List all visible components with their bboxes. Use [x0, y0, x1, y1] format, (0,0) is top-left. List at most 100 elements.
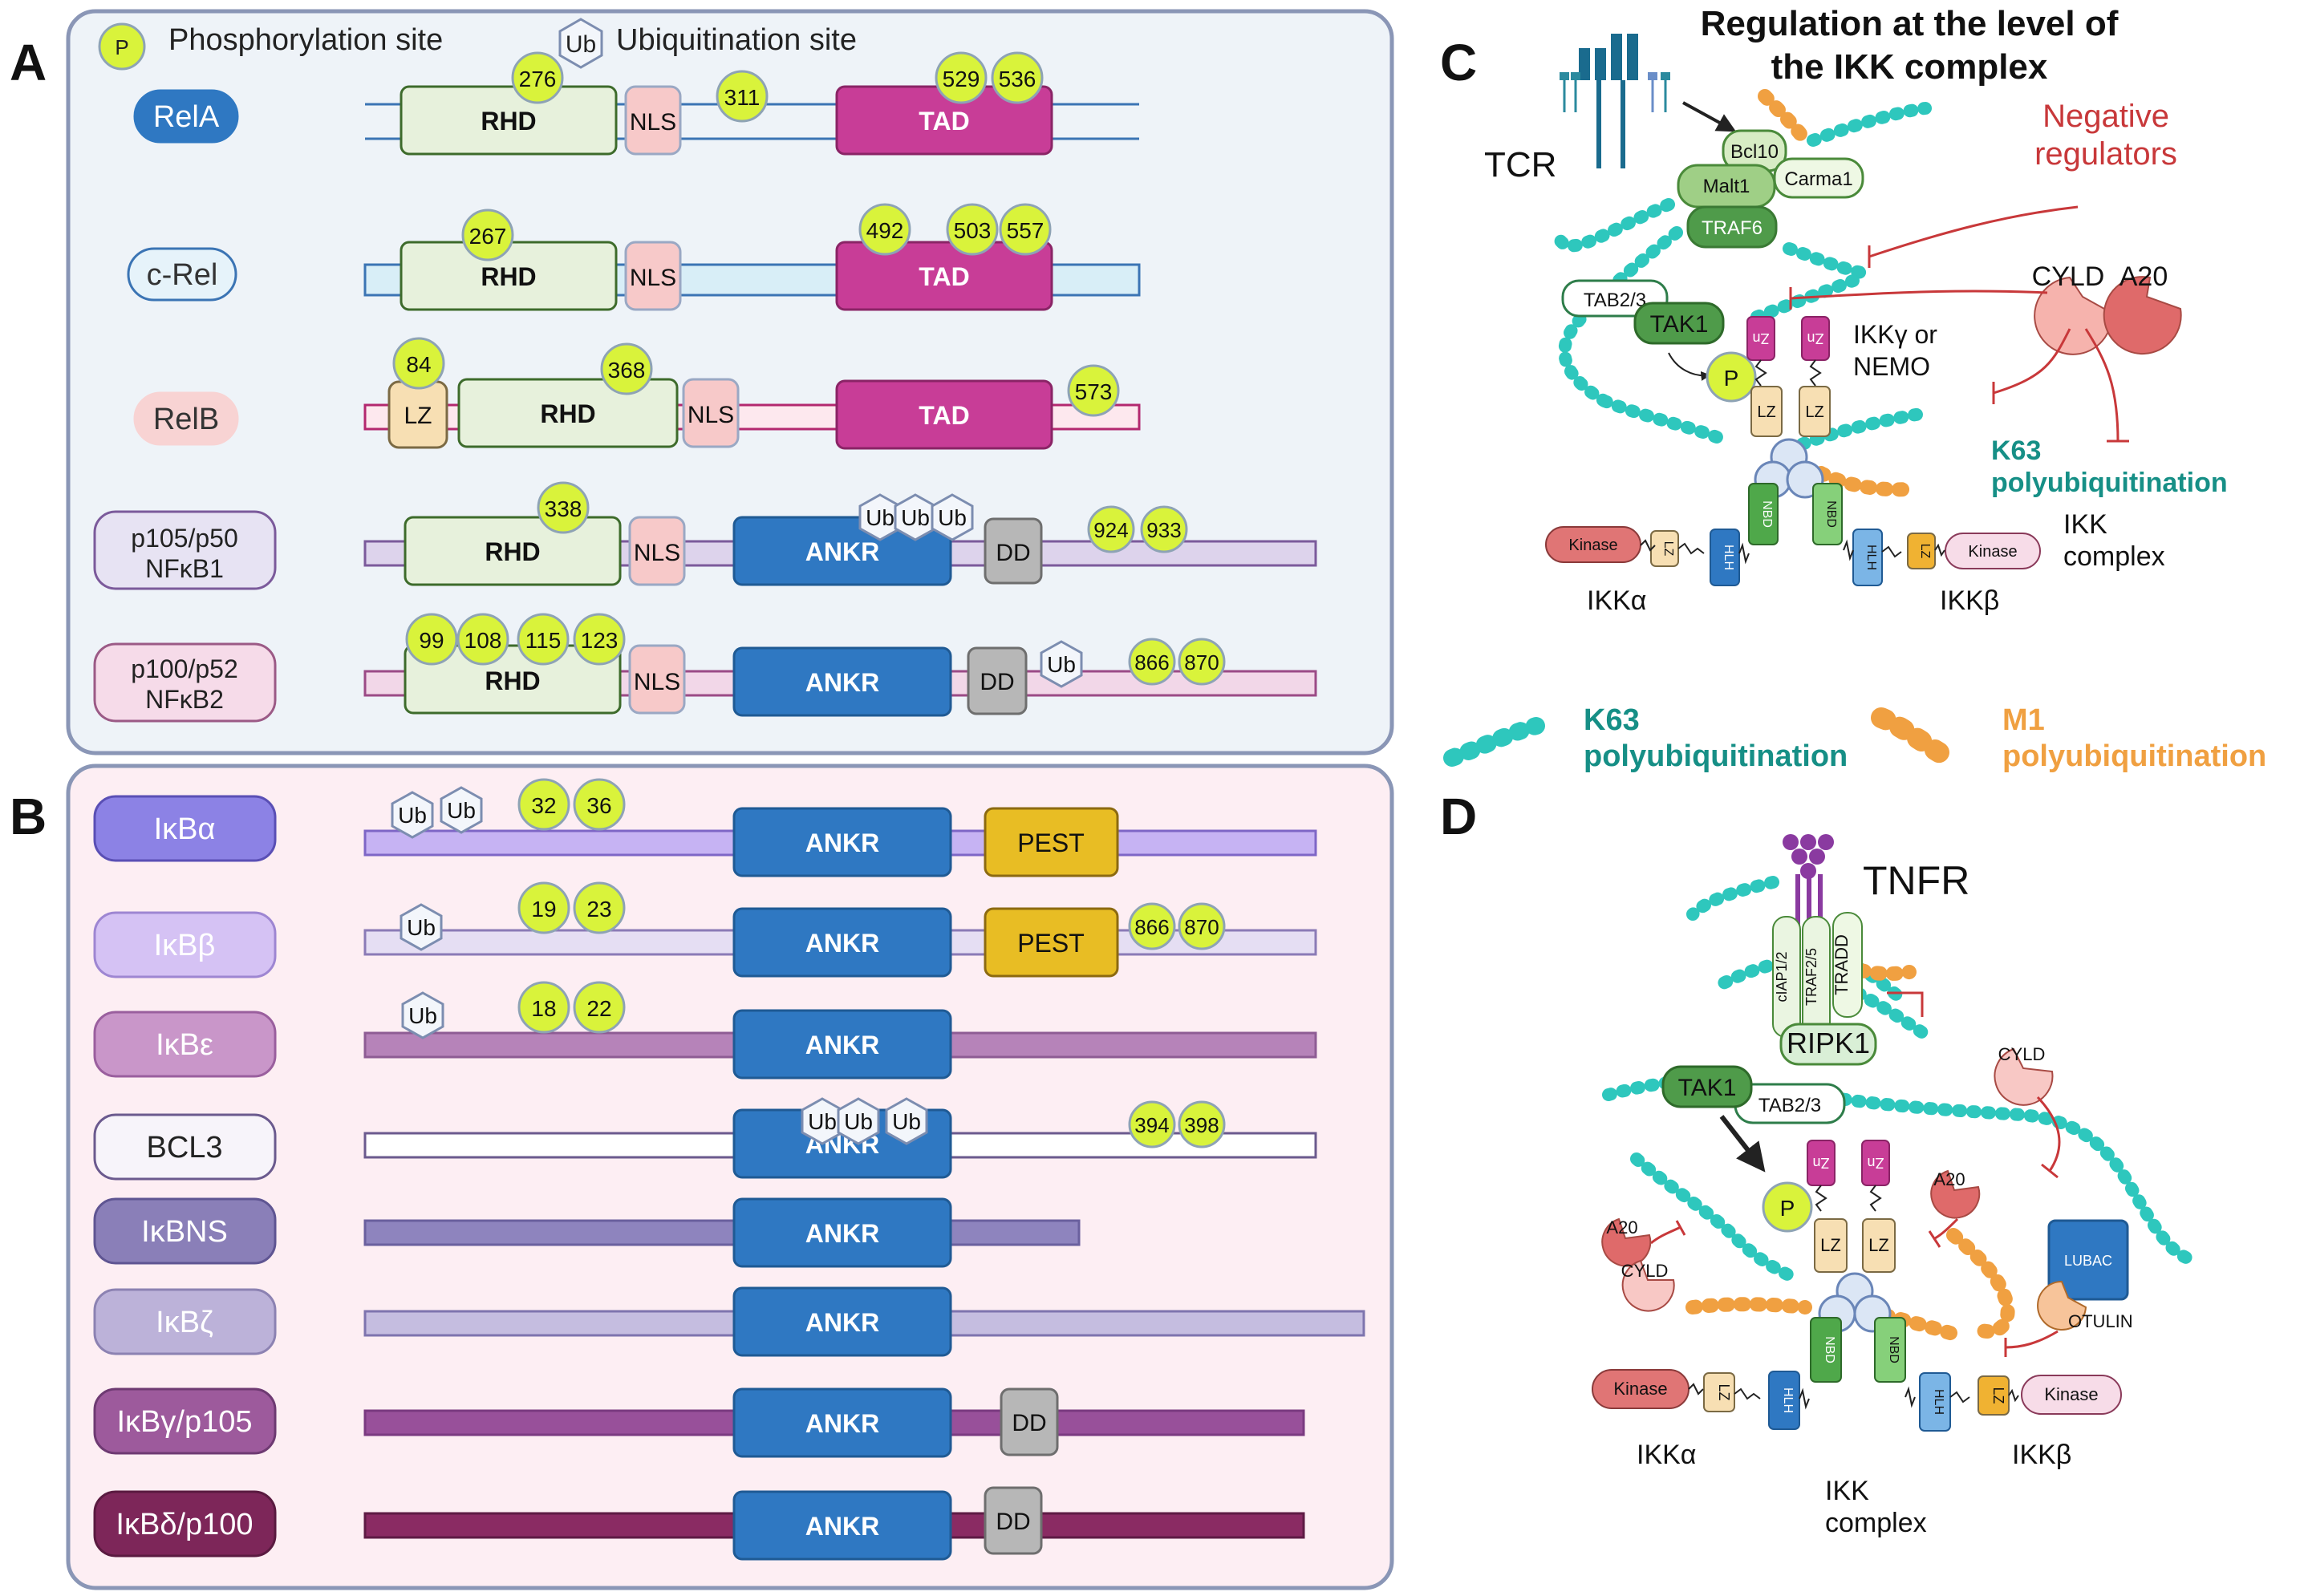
lubac-node [2047, 1219, 2129, 1301]
zn-left-label-c: Zn [1752, 330, 1769, 346]
p100-phospho-99-label: 99 [419, 628, 444, 653]
lz-right-label-c: LZ [1805, 403, 1823, 421]
ikbb-ankr [732, 907, 952, 978]
ikka-label-c: IKKα [1587, 585, 1646, 616]
p100-phospho-866-label: 866 [1134, 650, 1169, 674]
ikbg-dd [1000, 1387, 1059, 1456]
a20-node-d-left [1601, 1217, 1652, 1267]
ikbb-ub-1-label: Ub [407, 915, 436, 940]
k63-label-c-2: polyubiquitination [1991, 468, 2228, 498]
p100-phospho-123-label: 123 [581, 628, 619, 653]
p100-pill [93, 642, 277, 723]
crel-phospho-267 [461, 209, 514, 261]
p105-rhd [404, 516, 622, 586]
inhibition-lines-d [1650, 991, 2061, 1357]
rela-phospho-536 [991, 51, 1044, 104]
crel-name: c-Rel [147, 258, 218, 292]
traf6-label: TRAF6 [1702, 217, 1763, 239]
hlh-right-label-d: HLH [1932, 1389, 1945, 1415]
p105-ankr-label: ANKR [805, 537, 879, 566]
ub-legend-symbol: Ub [566, 31, 596, 58]
rela-phospho-529 [935, 51, 988, 104]
a20-label-d-right: A20 [1933, 1169, 1965, 1189]
k63-label-c-1: K63 [1991, 435, 2041, 466]
rela-phospho-276-label: 276 [519, 67, 557, 91]
k63-legend-label-2: polyubiquitination [1584, 739, 1848, 773]
p100-ub-1 [1040, 640, 1083, 688]
kinase-ikkb-label-c: Kinase [1968, 543, 2017, 561]
bcl3-phospho-394 [1128, 1100, 1176, 1148]
relb-tad [835, 379, 1053, 450]
nbd-right-d [1874, 1317, 1906, 1383]
crel-phospho-557 [999, 203, 1052, 256]
ikbd-pill [93, 1490, 277, 1558]
a20-label-d-left: A20 [1606, 1217, 1637, 1238]
lz-left-label-d: LZ [1820, 1235, 1841, 1255]
p100-phospho-866 [1128, 638, 1176, 686]
ikkg-label-2: NEMO [1853, 352, 1930, 381]
crel-phospho-267-label: 267 [469, 224, 507, 249]
tradd-node [1832, 912, 1863, 1018]
nbd-left-c [1748, 483, 1779, 545]
bcl3-phospho-394-label: 394 [1134, 1113, 1169, 1137]
ikbe-ub-1-label: Ub [408, 1003, 437, 1028]
nbd-right-label-c: NBD [1824, 500, 1838, 528]
lz-left-d [1814, 1218, 1848, 1273]
phospho-legend-symbol: P [115, 35, 128, 59]
ikbe-pill [93, 1011, 277, 1078]
ikbb-name: IκBβ [154, 929, 216, 962]
relb-rhd [457, 378, 679, 448]
ikba-ub-2 [440, 786, 483, 834]
legend-k63: K63 polyubiquitination [1443, 703, 1848, 773]
ikk-linkers-d [1688, 1383, 2019, 1410]
p100-phospho-870-label: 870 [1184, 650, 1219, 674]
hlh-right-d [1919, 1372, 1951, 1432]
ikbns-name: IκBNS [141, 1215, 228, 1249]
crel-phospho-557-label: 557 [1007, 218, 1045, 243]
rela-phospho-311-label: 311 [724, 85, 761, 110]
crel-tad [835, 241, 1053, 311]
ikba-ub-1 [391, 791, 434, 839]
crel-tad-label: TAD [919, 262, 969, 291]
p105-nls [628, 516, 686, 586]
rela-phospho-311 [716, 70, 769, 123]
p105-ankr [732, 516, 952, 586]
cyld-label-d: CYLD [1998, 1044, 2046, 1064]
ikbz-ankr-label: ANKR [805, 1308, 879, 1337]
crel-nls [624, 241, 682, 311]
bcl3-pill [93, 1113, 277, 1181]
p105-dd [984, 517, 1043, 585]
ikbd-name: IκBδ/p100 [116, 1508, 253, 1541]
traf6-node [1686, 205, 1778, 249]
lz-left-c [1750, 386, 1783, 437]
malt1-label: Malt1 [1703, 176, 1750, 197]
tak1-node-d [1661, 1065, 1753, 1108]
ikba-phospho-36-label: 36 [586, 793, 611, 818]
ikkb-label-c: IKKβ [1940, 585, 1999, 616]
bcl3-ub-1-label: Ub [808, 1109, 837, 1134]
ikkb-label-d: IKKβ [2012, 1440, 2071, 1470]
phospho-label-c: P [1724, 366, 1739, 391]
p100-nls [628, 644, 686, 715]
rela-phospho-529-label: 529 [943, 67, 980, 91]
lz-ikka-label-d: LZ [1716, 1383, 1732, 1400]
hlh-left-d [1768, 1371, 1800, 1430]
panel-d-letter: D [1440, 788, 1477, 845]
kinase-ikka-label-c: Kinase [1568, 537, 1617, 554]
a20-label-c: A20 [2119, 261, 2168, 292]
ikbz-name: IκBζ [156, 1306, 213, 1339]
bcl3-phospho-398 [1178, 1100, 1226, 1148]
nemo-linker-d [1815, 1185, 1882, 1212]
relb-rhd-label: RHD [540, 399, 595, 428]
crel-nls-label: NLS [630, 265, 676, 291]
m1-legend-label-1: M1 [2002, 703, 2045, 737]
tradd-label: TRADD [1831, 934, 1852, 995]
p100-phospho-108 [456, 613, 509, 666]
ikka-label-d: IKKα [1637, 1440, 1696, 1470]
relb-phospho-573-label: 573 [1075, 379, 1113, 404]
ikbd-dd [984, 1486, 1043, 1555]
crel-phospho-492-label: 492 [866, 218, 904, 243]
lz-ikka-label-c: LZ [1661, 541, 1675, 557]
ikba-pest-label: PEST [1017, 828, 1085, 857]
rela-phospho-536-label: 536 [999, 67, 1036, 91]
